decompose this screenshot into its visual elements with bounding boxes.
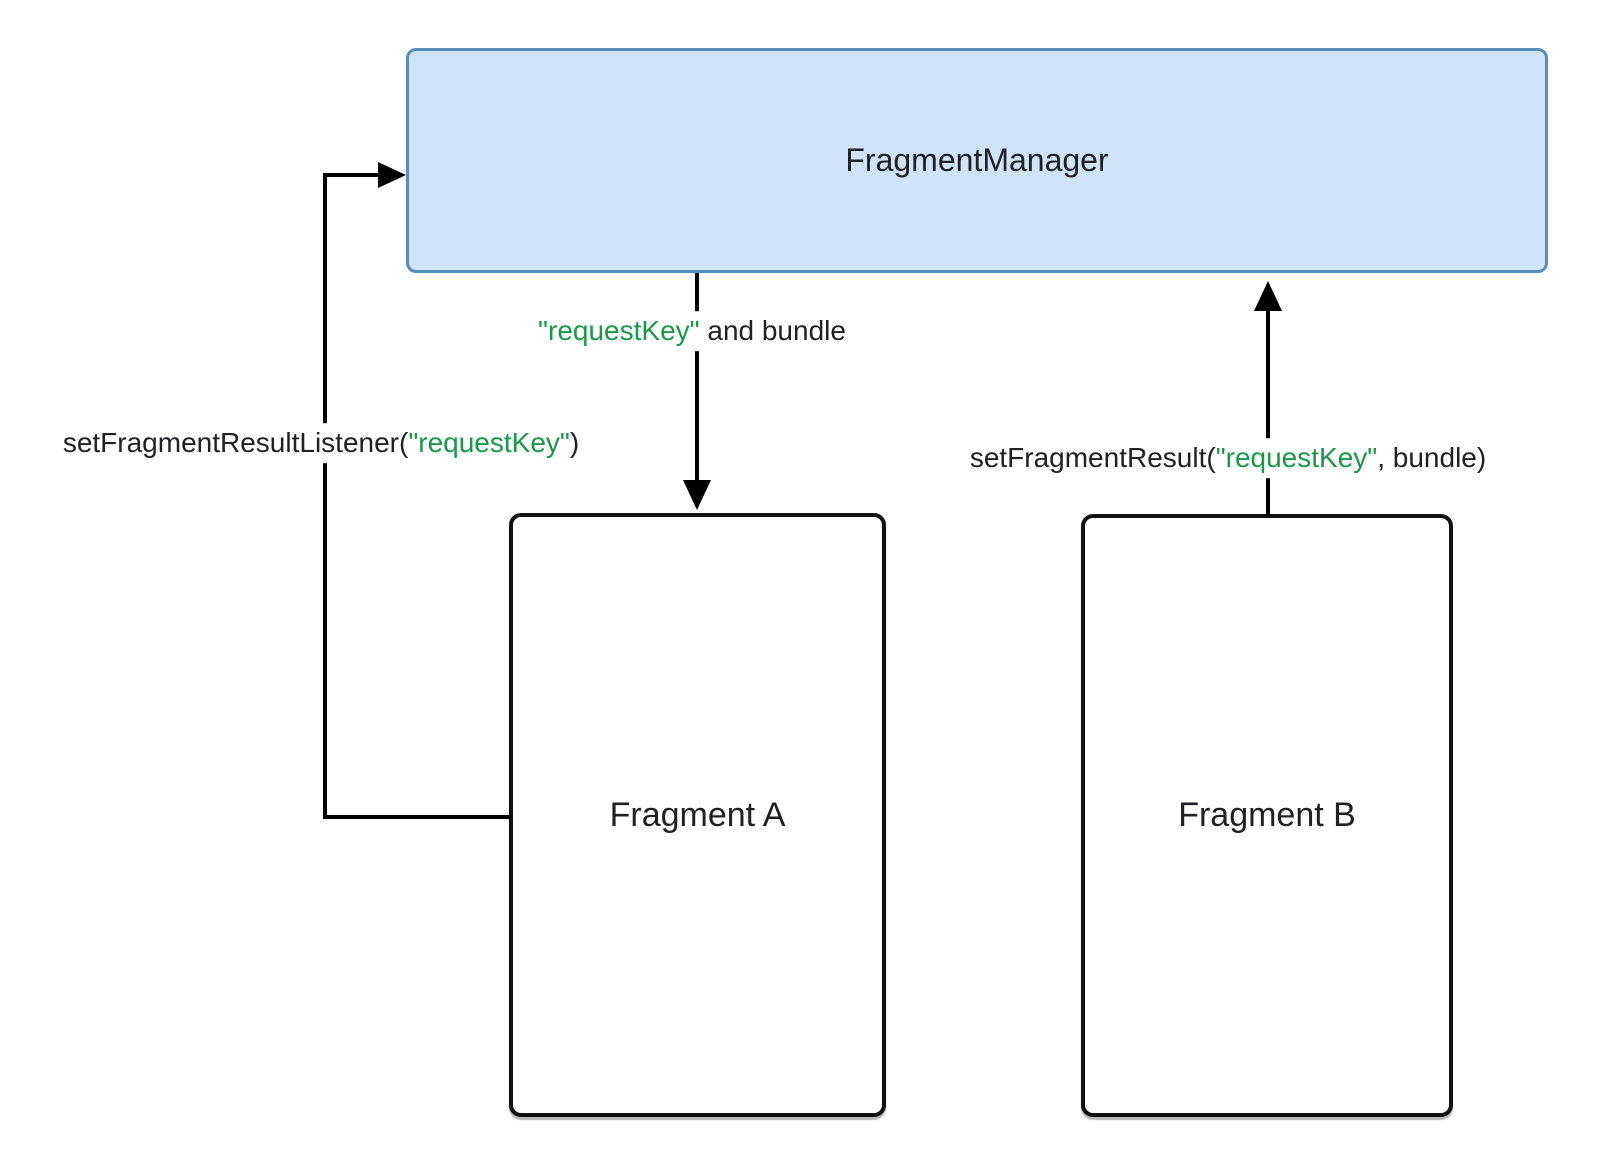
set-listener-suffix: ) — [569, 427, 580, 459]
fragment-manager-label: FragmentManager — [845, 142, 1109, 178]
requestkey-literal: "requestKey" — [1215, 442, 1378, 474]
deliver-edge-vertical-line — [695, 273, 699, 480]
set-listener-prefix: setFragmentResultListener( — [62, 427, 409, 459]
arrowhead-from-fragment-b-icon — [1254, 281, 1282, 311]
fragment-b-label: Fragment B — [1178, 796, 1356, 834]
fragment-a-label: Fragment A — [609, 795, 786, 834]
set-result-suffix: , bundle) — [1377, 442, 1487, 474]
listener-edge-top-horizontal-line — [323, 173, 380, 177]
set-result-prefix: setFragmentResult( — [969, 442, 1216, 474]
arrowhead-into-fragment-a-icon — [683, 480, 711, 510]
label-set-fragment-result-listener: setFragmentResultListener("requestKey") — [54, 423, 588, 463]
node-fragment-a: Fragment A — [509, 513, 886, 1117]
label-requestkey-and-bundle: "requestKey" and bundle — [530, 311, 854, 351]
result-edge-vertical-line — [1266, 310, 1270, 515]
requestkey-literal: "requestKey" — [408, 427, 570, 459]
label-set-fragment-result: setFragmentResult("requestKey", bundle) — [961, 438, 1495, 478]
arrowhead-into-manager-icon — [378, 162, 406, 188]
listener-edge-bottom-horizontal-line — [323, 815, 511, 819]
listener-edge-vertical-line — [323, 173, 327, 819]
requestkey-literal: "requestKey" — [538, 315, 700, 347]
node-fragment-manager: FragmentManager — [406, 48, 1548, 273]
and-bundle-text: and bundle — [699, 315, 846, 347]
node-fragment-b: Fragment B — [1081, 514, 1453, 1117]
